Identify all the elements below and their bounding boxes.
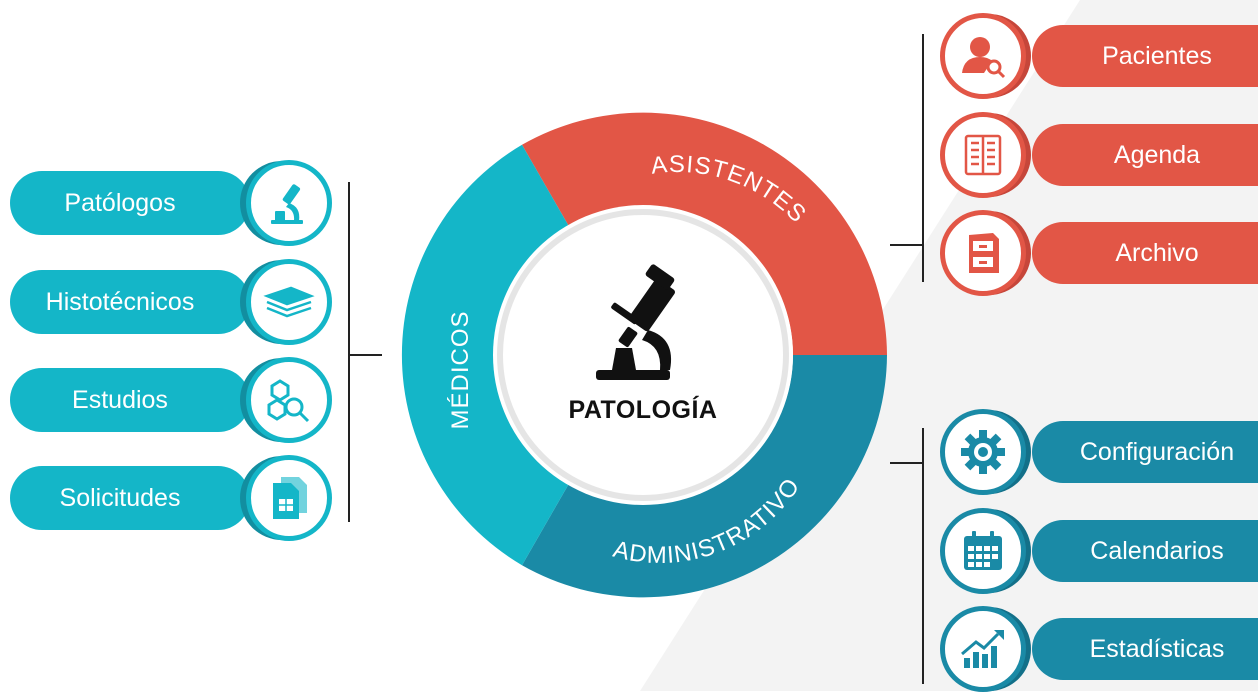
chart-growth-icon[interactable] xyxy=(940,606,1026,692)
right-bottom-connector xyxy=(890,462,924,464)
nav-item-patologos[interactable]: Patólogos xyxy=(10,171,250,235)
right-top-connector xyxy=(890,244,924,246)
nav-item-archivo[interactable]: Archivo xyxy=(1032,222,1258,284)
nav-item-label: Solicitudes xyxy=(59,483,181,512)
user-search-icon[interactable] xyxy=(940,13,1026,99)
nav-item-label: Calendarios xyxy=(1090,536,1224,565)
nav-item-label: Configuración xyxy=(1079,437,1235,466)
nav-item-configuracion[interactable]: Configuración xyxy=(1032,421,1258,483)
segment-asistentes[interactable] xyxy=(522,112,887,355)
microscope-icon[interactable] xyxy=(246,160,332,246)
left-bracket xyxy=(348,182,350,522)
nav-item-agenda[interactable]: Agenda xyxy=(1032,124,1258,186)
nav-item-label: Estudios xyxy=(72,385,168,414)
molecule-search-icon[interactable] xyxy=(246,357,332,443)
nav-item-calendarios[interactable]: Calendarios xyxy=(1032,520,1258,582)
slides-stack-icon[interactable] xyxy=(246,259,332,345)
nav-item-label: Histotécnicos xyxy=(45,287,195,316)
nav-item-pacientes[interactable]: Pacientes xyxy=(1032,25,1258,87)
segment-administrativo[interactable] xyxy=(522,355,887,598)
nav-item-histotecnicos[interactable]: Histotécnicos xyxy=(10,270,250,334)
nav-item-solicitudes[interactable]: Solicitudes xyxy=(10,466,250,530)
nav-item-label: Agenda xyxy=(1113,140,1201,169)
nav-item-estadisticas[interactable]: Estadísticas xyxy=(1032,618,1258,680)
calendar-icon[interactable] xyxy=(940,508,1026,594)
microscope-icon xyxy=(596,264,675,380)
nav-item-estudios[interactable]: Estudios xyxy=(10,368,250,432)
nav-item-label: Archivo xyxy=(1115,238,1199,267)
segment-label-medicos: MÉDICOS xyxy=(447,310,474,429)
nav-item-label: Pacientes xyxy=(1102,41,1212,70)
center-title: PATOLOGÍA xyxy=(568,396,718,424)
right-top-bracket xyxy=(922,34,924,282)
nav-item-label: Patólogos xyxy=(64,188,176,217)
gear-icon[interactable] xyxy=(940,409,1026,495)
right-bottom-bracket xyxy=(922,428,924,684)
documents-icon[interactable] xyxy=(246,455,332,541)
agenda-book-icon[interactable] xyxy=(940,112,1026,198)
file-cabinet-icon[interactable] xyxy=(940,210,1026,296)
left-connector xyxy=(348,354,382,356)
nav-item-label: Estadísticas xyxy=(1089,634,1225,663)
segment-medicos[interactable] xyxy=(401,144,569,566)
